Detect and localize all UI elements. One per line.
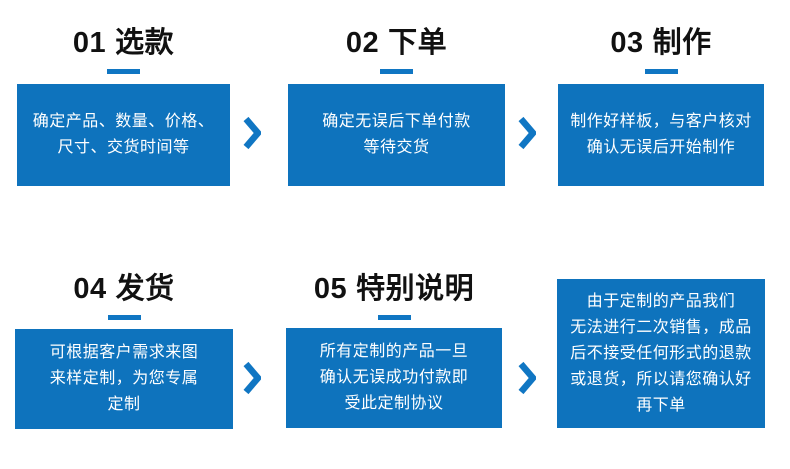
- step-number: 04: [73, 273, 107, 305]
- step-02-description-box: 确定无误后下单付款 等待交货: [288, 84, 505, 186]
- chevron-right-icon: [518, 361, 536, 395]
- step-05-title: 05 特别说明: [286, 272, 502, 320]
- step-number: 03: [610, 27, 644, 59]
- title-underline: [377, 315, 411, 320]
- step-05-description-box: 所有定制的产品一旦 确认无误成功付款即 受此定制协议: [286, 328, 502, 428]
- step-description: 可根据客户需求来图 来样定制，为您专属 定制: [49, 344, 199, 413]
- title-underline: [380, 69, 413, 74]
- step-title-text: 特别说明: [356, 273, 475, 305]
- step-title-text: 下单: [388, 27, 448, 59]
- step-description: 确定产品、数量、价格、 尺寸、交货时间等: [32, 113, 215, 156]
- step-title-row: 04 发货: [73, 272, 174, 306]
- step-04-description-box: 可根据客户需求来图 来样定制，为您专属 定制: [15, 329, 233, 429]
- step-title-text: 制作: [652, 27, 712, 59]
- step-title-row: 03 制作: [610, 26, 711, 60]
- step-title-row: 05 特别说明: [314, 272, 474, 306]
- chevron-right-icon: [243, 116, 261, 150]
- step-04-title: 04 发货: [15, 272, 233, 320]
- title-underline: [644, 69, 678, 74]
- step-03-title: 03 制作: [558, 26, 764, 74]
- step-01-description-box: 确定产品、数量、价格、 尺寸、交货时间等: [17, 84, 230, 186]
- step-02-title: 02 下单: [288, 26, 505, 74]
- step-title-row: 01 选款: [73, 26, 174, 60]
- step-title-text: 发货: [115, 273, 175, 305]
- step-number: 05: [313, 273, 348, 305]
- step-number: 01: [72, 27, 107, 59]
- title-underline: [107, 315, 141, 320]
- step-description: 确定无误后下单付款 等待交货: [322, 113, 471, 156]
- step-description: 制作好样板，与客户核对 确认无误后开始制作: [570, 113, 752, 156]
- chevron-right-icon: [243, 361, 261, 395]
- chevron-right-icon: [518, 116, 536, 150]
- step-description: 所有定制的产品一旦 确认无误成功付款即 受此定制协议: [319, 343, 469, 412]
- title-underline: [107, 69, 140, 74]
- step-title-row: 02 下单: [346, 26, 447, 60]
- step-03-description-box: 制作好样板，与客户核对 确认无误后开始制作: [558, 84, 764, 186]
- step-number: 02: [345, 27, 380, 59]
- step-01-title: 01 选款: [17, 26, 230, 74]
- step-title-text: 选款: [115, 27, 175, 59]
- step-06-disclaimer-box: 由于定制的产品我们 无法进行二次销售，成品 后不接受任何形式的退款 或退货，所以…: [557, 279, 765, 428]
- step-description: 由于定制的产品我们 无法进行二次销售，成品 后不接受任何形式的退款 或退货，所以…: [570, 292, 752, 414]
